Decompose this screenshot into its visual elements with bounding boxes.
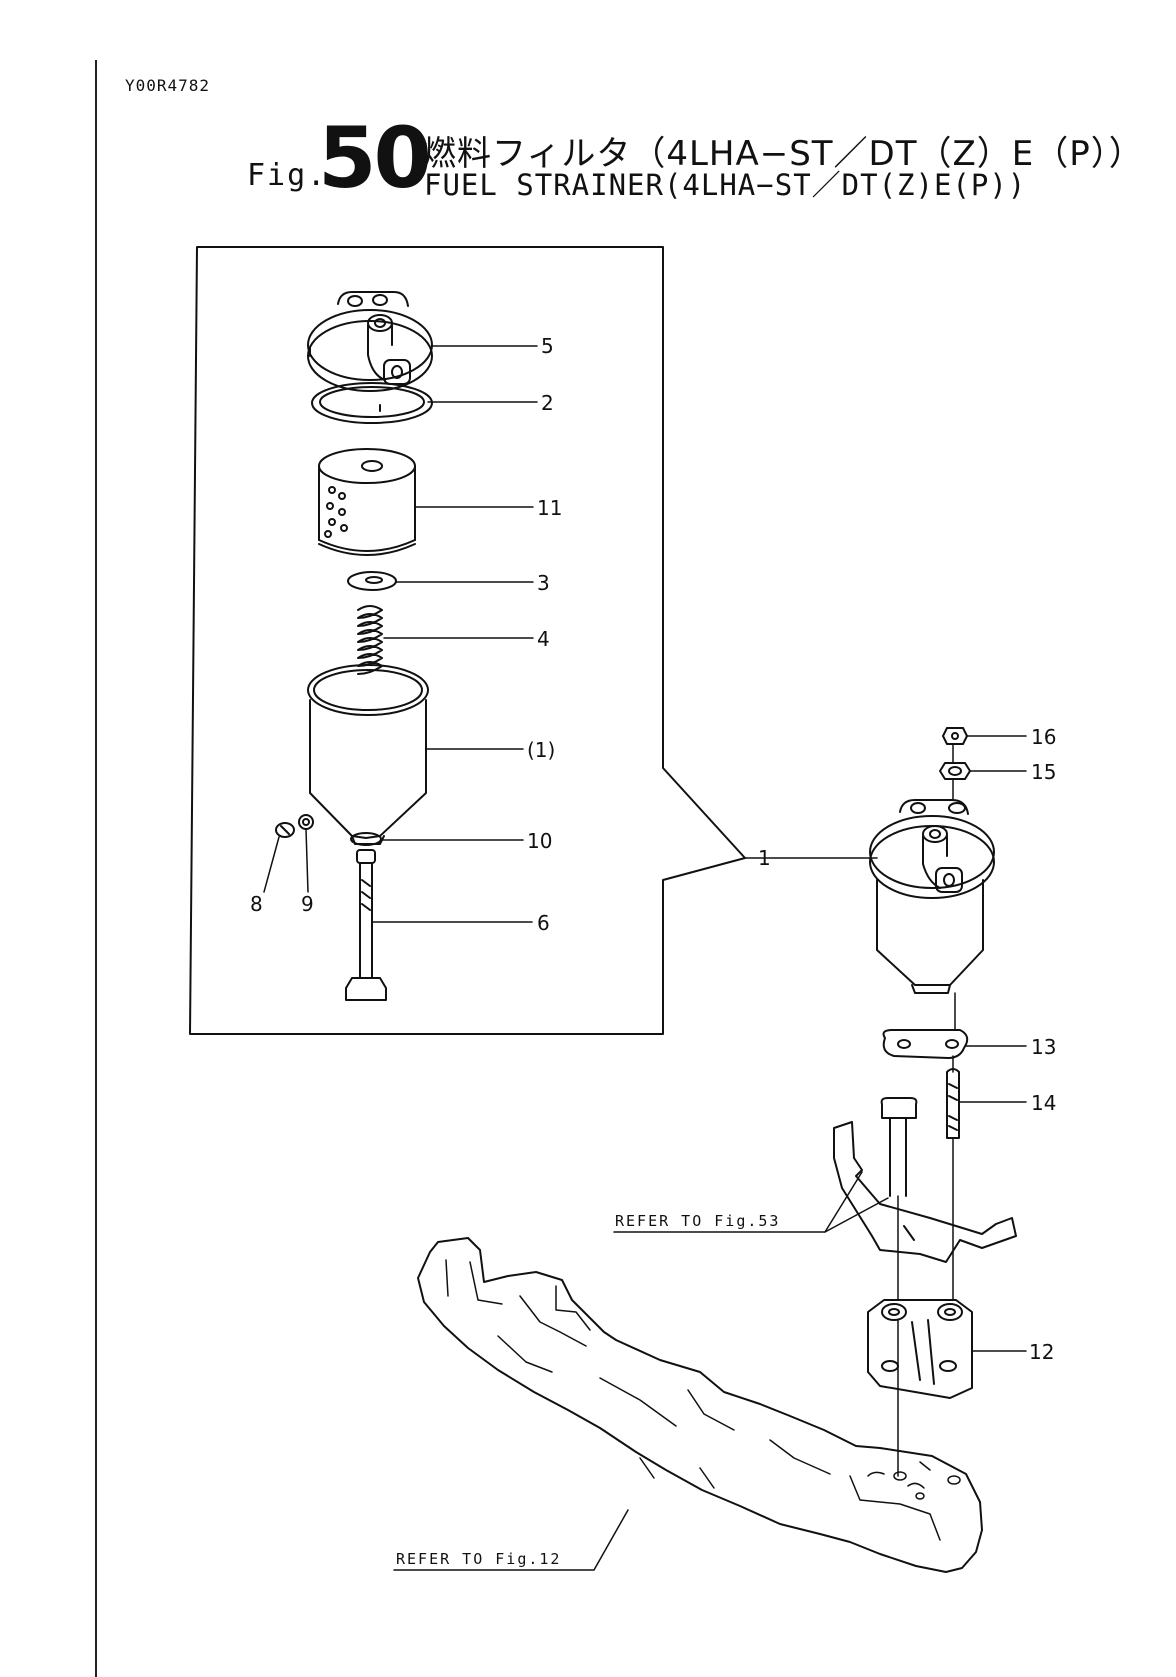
callout-11: 11	[537, 496, 562, 520]
part-3-washer	[348, 572, 396, 590]
part-13-plate	[884, 1030, 968, 1058]
part-11-element	[319, 449, 415, 555]
part-16-cap-nut	[943, 728, 967, 744]
callout-6: 6	[537, 911, 550, 935]
callout-12: 12	[1029, 1340, 1054, 1364]
callout-16: 16	[1031, 725, 1056, 749]
bracket-bolt	[882, 1098, 917, 1196]
detail-box	[190, 247, 745, 1034]
detail-leader-lines	[264, 346, 537, 922]
part-2-gasket	[312, 383, 432, 423]
part-1-cup-detail	[308, 665, 428, 844]
part-15-seal-washer	[940, 763, 970, 779]
part-5-cover	[308, 292, 432, 391]
callout-1-paren: (1)	[527, 738, 555, 762]
refer-fig53-label: REFER TO Fig.53	[615, 1212, 780, 1230]
part-12-mount-bracket	[868, 1300, 972, 1398]
part-1-strainer-assembly	[870, 800, 994, 993]
engine-block-detail	[446, 1260, 940, 1540]
callout-3: 3	[537, 571, 550, 595]
part-6-center-bolt	[346, 850, 386, 1000]
callout-5: 5	[541, 334, 554, 358]
bracket-fig53	[834, 1122, 1016, 1262]
callout-4: 4	[537, 627, 550, 651]
callout-13: 13	[1031, 1035, 1056, 1059]
part-8-drain-plug	[276, 823, 294, 837]
part-9-drain-washer	[299, 815, 313, 829]
callout-1: 1	[758, 846, 771, 870]
part-4-spring	[358, 606, 382, 674]
engine-mount-holes	[894, 1472, 960, 1499]
callout-2: 2	[541, 391, 554, 415]
refer-fig12-label: REFER TO Fig.12	[396, 1550, 561, 1568]
callout-14: 14	[1031, 1091, 1056, 1115]
assembly-leader-lines	[394, 736, 1026, 1570]
part-14-stud	[947, 1069, 959, 1138]
callout-10: 10	[527, 829, 552, 853]
callout-9: 9	[301, 892, 314, 916]
callout-15: 15	[1031, 760, 1056, 784]
callout-8: 8	[250, 892, 263, 916]
callout-labels: 5 2 11 3 4 (1) 10 8 9 6 1 16 15 13 14 12…	[250, 334, 1056, 1568]
